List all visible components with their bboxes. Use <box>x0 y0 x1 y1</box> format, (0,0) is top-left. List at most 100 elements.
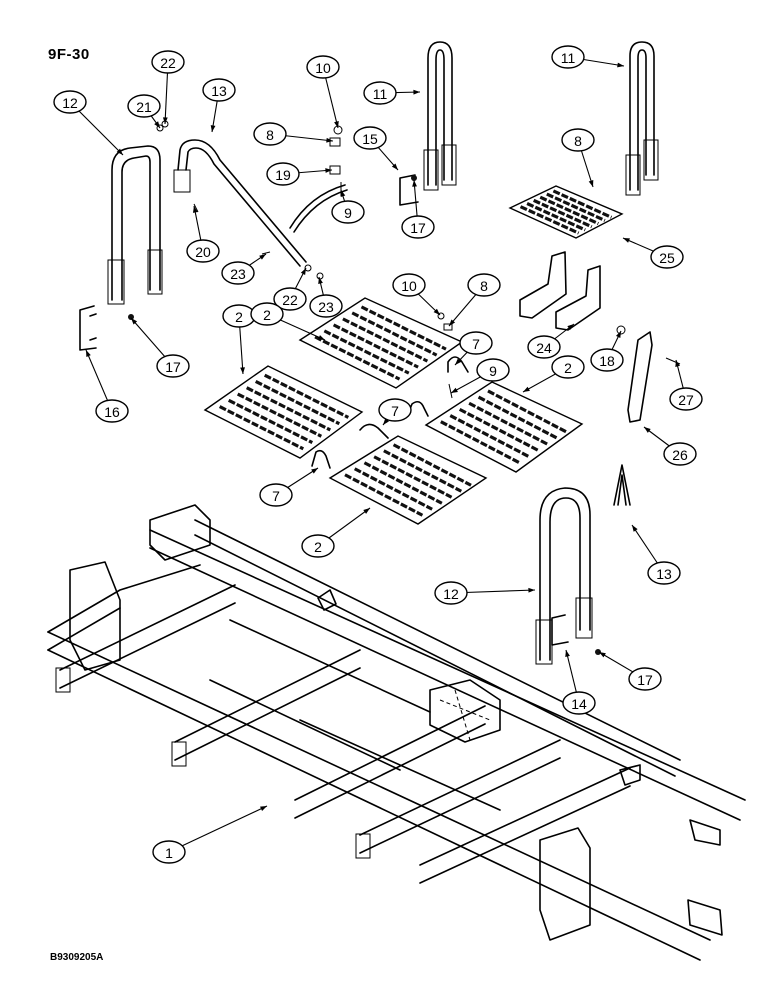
callout-label: 8 <box>574 133 582 149</box>
callout-arrowhead <box>599 652 606 658</box>
callout-arrowhead <box>632 525 638 532</box>
grate-2-top <box>298 297 464 389</box>
callout-arrowhead <box>340 190 346 197</box>
callout-20: 20 <box>186 239 220 263</box>
callout-label: 11 <box>561 50 576 66</box>
callout-balloon <box>331 200 365 224</box>
callout-balloon <box>663 442 697 466</box>
grate-slat <box>360 305 447 351</box>
grate-slat <box>468 401 550 447</box>
handrail-11-right <box>625 41 659 196</box>
callout-9: 9 <box>476 358 510 382</box>
callout-balloon <box>628 667 662 691</box>
callout-arrowhead <box>588 180 594 187</box>
callout-17: 17 <box>401 215 435 239</box>
callout-15: 15 <box>353 126 387 150</box>
callout-balloon <box>353 126 387 150</box>
callout-label: 9 <box>344 205 352 221</box>
callout-arrowhead <box>523 386 530 392</box>
bracket-26 <box>627 331 653 423</box>
callout-arrowhead <box>325 168 332 173</box>
callout-balloon <box>434 581 468 605</box>
callout-arrowhead <box>391 163 398 170</box>
grate-slat <box>449 414 531 459</box>
callout-arrowhead <box>383 418 389 425</box>
callout-balloon <box>392 273 426 297</box>
grate-slat <box>392 443 472 487</box>
grate-slat <box>254 380 341 426</box>
callout-12: 12 <box>53 90 87 114</box>
callout-balloon <box>152 840 186 864</box>
callout-7: 7 <box>378 398 412 422</box>
callout-arrowhead <box>615 331 621 338</box>
callout-arrowhead <box>86 350 91 357</box>
callout-2: 2 <box>250 302 284 326</box>
callout-label: 12 <box>62 95 78 111</box>
callout-balloon <box>551 45 585 69</box>
callout-27: 27 <box>669 387 703 411</box>
grate-slat <box>526 202 586 232</box>
callout-balloon <box>476 358 510 382</box>
callout-arrowhead <box>162 117 168 124</box>
callout-14: 14 <box>562 691 596 715</box>
callout-11: 11 <box>363 81 397 105</box>
grate-slat <box>487 389 568 434</box>
callout-label: 17 <box>637 672 653 688</box>
callout-leader <box>168 805 268 853</box>
callout-balloon <box>467 273 501 297</box>
grate-slat <box>353 467 433 511</box>
callout-label: 7 <box>391 403 399 419</box>
handrail-12-lower <box>535 487 593 665</box>
callout-24: 24 <box>527 335 561 359</box>
callout-11: 11 <box>551 45 585 69</box>
grate-slat <box>314 335 401 381</box>
section-code: 9F-30 <box>48 46 90 63</box>
u-bolt-14 <box>551 614 569 646</box>
callout-balloon <box>250 302 284 326</box>
callout-16: 16 <box>95 399 129 423</box>
callout-label: 24 <box>536 340 552 356</box>
callout-arrowhead <box>433 308 440 315</box>
grate-slat <box>332 323 419 369</box>
callout-2: 2 <box>301 534 335 558</box>
callout-arrowhead <box>240 367 245 374</box>
callout-label: 7 <box>272 488 280 504</box>
bracket-7-set <box>311 356 469 469</box>
callout-2: 2 <box>551 355 585 379</box>
callout-label: 22 <box>282 292 298 308</box>
callout-balloon <box>202 78 236 102</box>
callout-22: 22 <box>273 287 307 311</box>
callout-arrowhead <box>451 387 458 393</box>
grate-slat <box>342 317 429 363</box>
callout-label: 26 <box>672 447 688 463</box>
callout-arrowhead <box>259 254 266 260</box>
grate-slat <box>383 449 463 493</box>
callout-label: 23 <box>230 266 246 282</box>
callout-label: 17 <box>410 220 426 236</box>
callout-1: 1 <box>152 840 186 864</box>
hardware-fasteners <box>128 120 681 655</box>
callout-balloon <box>562 691 596 715</box>
callout-label: 8 <box>480 278 488 294</box>
grate-slat <box>458 407 540 453</box>
grate-slat <box>533 198 593 229</box>
grate-slat <box>351 311 438 357</box>
callout-arrowhead <box>300 268 306 275</box>
callout-17: 17 <box>628 667 662 691</box>
callout-label: 21 <box>136 99 152 115</box>
callout-arrowhead <box>623 238 630 243</box>
callout-balloon <box>561 128 595 152</box>
callout-arrowhead <box>311 468 318 474</box>
callout-balloon <box>301 534 335 558</box>
callout-balloon <box>551 355 585 379</box>
drawing-reference: B9309205A <box>50 952 104 963</box>
callout-9: 9 <box>331 200 365 224</box>
callout-23: 23 <box>221 261 255 285</box>
callout-balloon <box>401 215 435 239</box>
callout-balloon <box>650 245 684 269</box>
grate-slat <box>323 329 410 375</box>
callout-label: 20 <box>195 244 211 260</box>
grate-2-left <box>203 365 364 459</box>
grate-slat <box>519 205 580 235</box>
callout-label: 19 <box>275 167 291 183</box>
